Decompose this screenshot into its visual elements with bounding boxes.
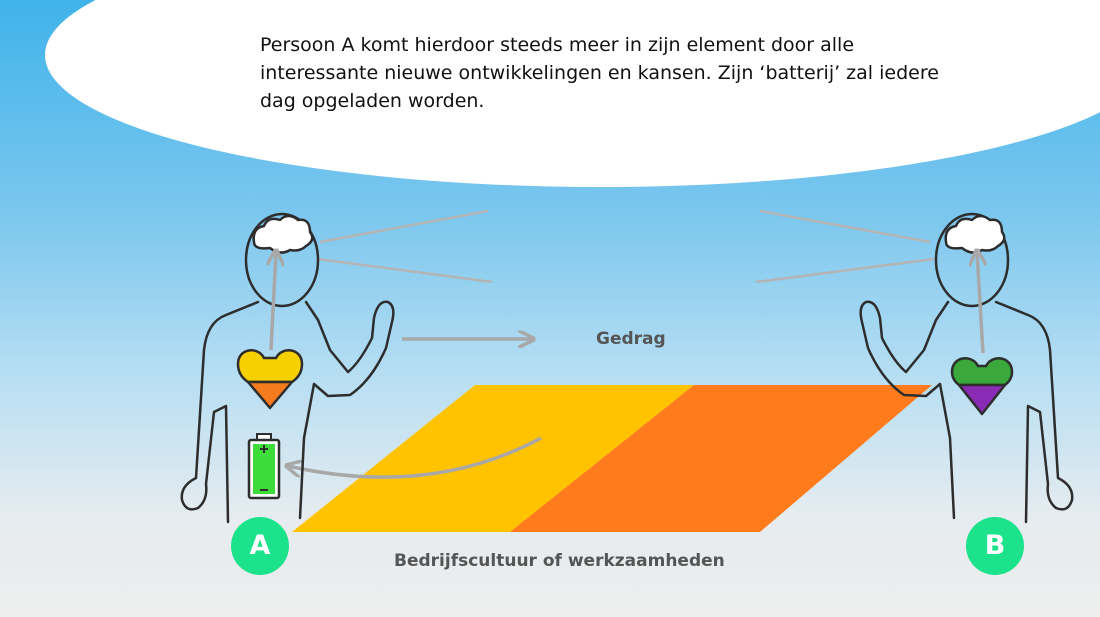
person-b-badge: B xyxy=(966,517,1024,575)
person-a-heart xyxy=(236,349,304,410)
sight-line-a-top xyxy=(319,209,489,244)
floor-orange-section xyxy=(510,385,932,532)
caption-line-2: interessante nieuwe ontwikkelingen en ka… xyxy=(260,62,939,84)
sight-lines xyxy=(317,209,935,284)
sight-line-b-top xyxy=(759,209,931,244)
battery-fill xyxy=(253,444,275,494)
person-b-brain xyxy=(944,214,1006,254)
person-a-body xyxy=(180,300,395,524)
caption-line-3: dag opgeladen worden. xyxy=(260,90,485,112)
behaviour-label: Gedrag xyxy=(596,329,666,349)
person-b-heart-to-brain-arrow xyxy=(977,252,983,354)
person-b-heart-top xyxy=(950,357,1014,387)
battery-plus xyxy=(260,445,268,453)
person-a-badge: A xyxy=(231,517,289,575)
caption-text: Persoon A komt hierdoor steeds meer in z… xyxy=(260,31,960,115)
person-b-heart-bottom xyxy=(957,383,1007,416)
floor-label: Bedrijfscultuur of werkzaamheden xyxy=(394,551,725,571)
sight-line-b-bottom xyxy=(755,257,935,284)
person-b-body xyxy=(859,300,1074,524)
caption-line-1: Persoon A komt hierdoor steeds meer in z… xyxy=(260,34,855,56)
person-a-heart-to-brain-arrow xyxy=(271,252,276,351)
person-b xyxy=(859,212,1074,524)
person-b-heart xyxy=(950,357,1014,416)
person-b-head xyxy=(934,212,1010,308)
person-a-heart-bottom xyxy=(246,380,294,410)
battery-icon xyxy=(247,433,281,500)
floor-parallelogram xyxy=(292,385,932,532)
sight-line-a-bottom xyxy=(317,257,493,284)
person-a-heart-top xyxy=(236,349,304,384)
feedback-curve-arrow xyxy=(288,436,542,479)
speech-bubble xyxy=(45,0,1100,187)
person-a-head xyxy=(244,212,320,308)
